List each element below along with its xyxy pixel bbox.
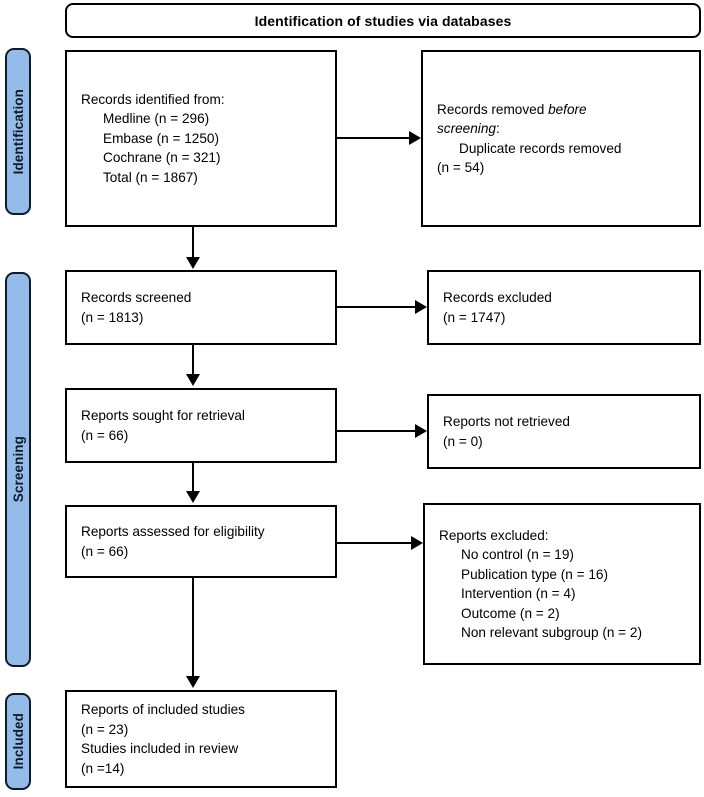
arrowhead-assessed-to-included [186,676,200,688]
diagram-header-banner: Identification of studies via databases [65,3,701,38]
reports-excluded-reason-0: No control (n = 19) [461,547,574,562]
records-removed-line-1: screening: [437,119,699,139]
connector-sought-to-not-retrieved [337,430,415,432]
arrowhead-screened-to-excluded [415,300,427,314]
connector-sought-to-assessed [192,463,194,493]
box-records-screened: Records screened (n = 1813) [65,270,337,345]
connector-identified-to-removed [337,137,409,139]
records-removed-line-2: Duplicate records removed [459,140,622,156]
arrowhead-assessed-to-excluded [411,536,423,550]
included-studies-line-0: Reports of included studies [81,702,245,717]
records-excluded-line-0: Records excluded [443,290,552,305]
phase-bar-identification: Identification [5,48,31,215]
box-records-excluded: Records excluded (n = 1747) [427,270,701,345]
phase-label-included: Included [10,713,26,770]
box-reports-excluded-reasons: Reports excluded: No control (n = 19) Pu… [423,503,701,665]
records-screened-line-1: (n = 1813) [81,309,144,325]
box-included-studies: Reports of included studies (n = 23) Stu… [65,690,337,788]
phase-label-identification: Identification [10,88,26,175]
records-identified-line-4: Total (n = 1867) [103,169,198,185]
reports-assessed-line-0: Reports assessed for eligibility [81,524,265,539]
records-removed-line-0: Records removed before [437,100,699,120]
records-removed-line-3: (n = 54) [437,160,485,175]
included-studies-line-3: (n =14) [81,760,125,776]
reports-not-retrieved-line-1: (n = 0) [443,433,483,449]
records-removed-line-1-post: : [495,121,500,136]
connector-identified-to-screened [192,227,194,259]
phase-bar-screening: Screening [5,272,31,667]
connector-assessed-to-excluded [337,542,411,544]
box-reports-sought-for-retrieval: Reports sought for retrieval (n = 66) [65,388,337,463]
records-removed-line-0-italic: before [548,101,587,117]
records-identified-line-0: Records identified from: [81,91,225,107]
records-screened-line-0: Records screened [81,290,192,305]
records-identified-line-2: Embase (n = 1250) [103,130,219,146]
records-identified-line-3: Cochrane (n = 321) [103,150,221,166]
reports-assessed-line-1: (n = 66) [81,543,129,559]
reports-excluded-heading: Reports excluded: [439,527,549,543]
reports-excluded-reason-4: Non relevant subgroup (n = 2) [461,625,642,640]
phase-bar-included: Included [5,693,31,790]
arrowhead-screened-to-sought [186,374,200,386]
reports-excluded-reason-2: Intervention (n = 4) [461,586,576,601]
reports-not-retrieved-line-0: Reports not retrieved [443,414,570,429]
reports-excluded-reason-3: Outcome (n = 2) [461,605,560,621]
arrowhead-identified-to-removed [409,131,421,145]
reports-excluded-reason-1: Publication type (n = 16) [461,566,608,582]
reports-sought-line-1: (n = 66) [81,427,129,443]
diagram-title: Identification of studies via databases [254,12,512,29]
box-records-identified: Records identified from: Medline (n = 29… [65,50,337,227]
phase-label-screening: Screening [10,436,26,503]
arrowhead-sought-to-not-retrieved [415,424,427,438]
box-reports-assessed-for-eligibility: Reports assessed for eligibility (n = 66… [65,505,337,578]
box-records-removed-before-screening: Records removed before screening: Duplic… [421,50,701,227]
included-studies-line-1: (n = 23) [81,721,129,737]
arrowhead-sought-to-assessed [186,491,200,503]
arrowhead-identified-to-screened [186,257,200,269]
records-removed-line-0-pre: Records removed [437,101,549,117]
box-reports-not-retrieved: Reports not retrieved (n = 0) [427,394,701,469]
reports-sought-line-0: Reports sought for retrieval [81,408,245,423]
connector-assessed-to-included [192,578,194,678]
connector-screened-to-excluded [337,306,415,308]
records-removed-line-1-italic: screening [437,121,496,136]
records-excluded-line-1: (n = 1747) [443,309,506,325]
records-identified-line-1: Medline (n = 296) [103,111,210,127]
included-studies-line-2: Studies included in review [81,741,239,756]
connector-screened-to-sought [192,345,194,376]
